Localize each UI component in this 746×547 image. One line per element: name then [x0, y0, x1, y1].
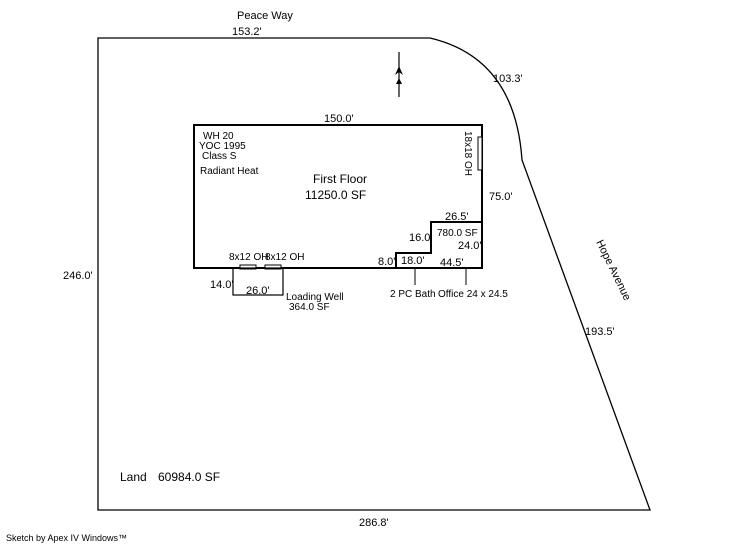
- office-outline: [395, 221, 482, 268]
- lot-left-dim: 246.0': [63, 270, 93, 282]
- door-left-1-label: 8x12 OH: [229, 252, 268, 263]
- office-step-bottom-dim: 18.0': [401, 255, 425, 267]
- overhead-door-left-2: [264, 264, 282, 270]
- office-step-left-dim: 8.0': [378, 256, 395, 268]
- office-top-dim: 26.5': [445, 211, 469, 223]
- office-left-dim: 16.0': [409, 232, 433, 244]
- building-top-dim: 150.0': [324, 113, 354, 125]
- floor-label: First Floor: [313, 172, 367, 186]
- lot-top-dim: 153.2': [232, 26, 262, 38]
- overhead-door-left-1: [239, 264, 257, 270]
- loading-well-area: 364.0 SF: [289, 302, 330, 313]
- overhead-door-right: [477, 136, 483, 171]
- door-right-label: 18x18 OH: [462, 131, 473, 176]
- lot-diagonal-dim: 193.5': [585, 326, 615, 338]
- loading-well-left-dim: 14.0': [210, 279, 234, 291]
- lot-curve-dim: 103.3': [493, 73, 523, 85]
- office-right-dim: 24.0': [458, 240, 482, 252]
- loading-well-label: Loading Well: [286, 292, 344, 303]
- building-info-3: Class S: [202, 151, 237, 162]
- office-callout: Office 24 x 24.5: [438, 289, 508, 300]
- building-heat: Radiant Heat: [200, 166, 259, 177]
- loading-well-outline: [232, 267, 284, 296]
- land-label: Land: [120, 470, 147, 484]
- building-info-1: WH 20: [203, 131, 234, 142]
- door-left-2-label: 8x12 OH: [265, 252, 304, 263]
- land-area: 60984.0 SF: [158, 470, 220, 484]
- office-bottom-dim: 44.5': [440, 257, 464, 269]
- bath-callout: 2 PC Bath: [390, 289, 436, 300]
- building-outline: [193, 124, 483, 269]
- office-area: 780.0 SF: [437, 228, 478, 239]
- street-north: Peace Way: [237, 10, 293, 22]
- lot-bottom-dim: 286.8': [359, 517, 389, 529]
- building-right-dim: 75.0': [489, 191, 513, 203]
- floor-area: 11250.0 SF: [305, 188, 366, 202]
- north-arrow-icon: [395, 52, 403, 97]
- street-east: Hope Avenue: [593, 238, 633, 302]
- building-info-2: YOC 1995: [199, 141, 246, 152]
- lot-boundary: [97, 37, 651, 511]
- loading-well-bottom-dim: 26.0': [246, 285, 270, 297]
- footer-credit: Sketch by Apex IV Windows™: [6, 533, 128, 543]
